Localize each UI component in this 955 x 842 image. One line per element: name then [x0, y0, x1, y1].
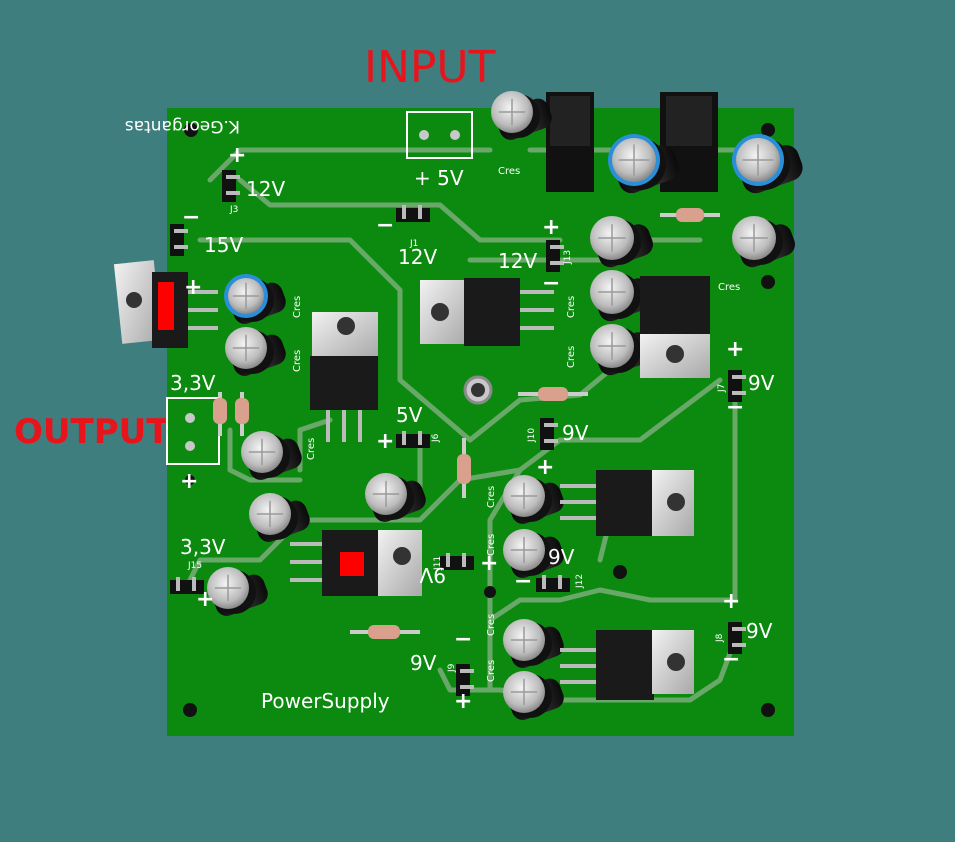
- polarity-minus: −: [182, 205, 200, 230]
- cres-label: Cres: [292, 350, 303, 372]
- polarity-minus: −: [514, 569, 532, 594]
- cres-label: Cres: [292, 296, 303, 318]
- polarity-plus: +: [180, 469, 198, 494]
- ref-j11: J11: [433, 556, 443, 571]
- capacitor: [590, 216, 653, 268]
- jumper-header: [170, 577, 204, 594]
- ref-j7: J7: [717, 384, 727, 393]
- capacitor: [608, 134, 679, 194]
- polarity-minus: −: [542, 271, 560, 296]
- label-9v-mid: 9V: [548, 545, 575, 569]
- output-title: OUTPUT: [14, 412, 170, 452]
- jumper-header: [222, 170, 240, 202]
- input-title: INPUT: [364, 42, 496, 93]
- jumper-header: [728, 370, 746, 402]
- label-3v3-bottom: 3,3V: [180, 535, 226, 559]
- pcb-board: [167, 108, 794, 736]
- jumper-header: [396, 205, 430, 222]
- cres-label: Cres: [566, 296, 577, 318]
- ref-j12: J12: [575, 574, 585, 589]
- cres-label: Cres: [486, 614, 497, 636]
- jumper-header: [170, 224, 188, 256]
- jumper-header: [456, 664, 474, 696]
- ref-j3: J3: [229, 205, 238, 215]
- mounting-holes: [183, 123, 775, 717]
- label-5v-input: + 5V: [414, 166, 464, 190]
- capacitor: [491, 91, 552, 140]
- polarity-minus: −: [726, 395, 744, 420]
- resistor: [213, 208, 720, 639]
- cres-label: Cres: [306, 438, 317, 460]
- jumper-header: [396, 431, 430, 448]
- ref-j13: J13: [563, 250, 573, 265]
- polarity-plus: +: [722, 589, 740, 614]
- jumper-header: [440, 553, 474, 570]
- ref-j6: J6: [431, 433, 441, 443]
- polarity-minus: −: [454, 627, 472, 652]
- label-9v-j10: 9V: [562, 421, 589, 445]
- cres-label: Cres: [486, 486, 497, 508]
- label-12v-j3: 12V: [246, 177, 285, 201]
- polarity-plus: +: [480, 551, 498, 576]
- jumper-header: [728, 622, 746, 654]
- label-12v-j13: 12V: [498, 249, 537, 273]
- author-label: K.Georgantas: [125, 116, 240, 136]
- polarity-plus: +: [228, 143, 246, 168]
- capacitor: [225, 327, 286, 376]
- polarity-minus: −: [376, 213, 394, 238]
- ref-j1: J1: [409, 239, 418, 249]
- label-9v-j7: 9V: [748, 371, 775, 395]
- capacitor: [207, 567, 268, 616]
- ref-j8: J8: [715, 633, 725, 643]
- polarity-plus: +: [376, 429, 394, 454]
- polarity-plus: +: [542, 215, 560, 240]
- cres-label: Cres: [566, 346, 577, 368]
- capacitor: [249, 493, 310, 542]
- label-3v3-left: 3,3V: [170, 371, 216, 395]
- ref-j10: J10: [527, 428, 537, 443]
- polarity-plus: +: [196, 587, 214, 612]
- cres-label: Cres: [718, 282, 740, 293]
- capacitor: [241, 431, 302, 480]
- jumper-header: [536, 575, 570, 592]
- electrolytic-capacitors: [207, 91, 803, 720]
- capacitor: [732, 134, 803, 194]
- ref-j15: J15: [187, 561, 202, 571]
- cres-label: Cres: [486, 534, 497, 556]
- capacitor: [503, 529, 564, 578]
- label-15v: 15V: [204, 233, 243, 257]
- polarity-plus: +: [536, 455, 554, 480]
- board-name: PowerSupply: [261, 689, 390, 713]
- polarity-plus: +: [726, 337, 744, 362]
- label-9v-j11: 9V: [419, 563, 446, 587]
- capacitor: [503, 671, 564, 720]
- capacitor: [732, 216, 795, 268]
- capacitor: [503, 619, 564, 668]
- capacitor: [590, 324, 653, 376]
- capacitor: [224, 274, 286, 324]
- capacitor: [503, 475, 564, 524]
- polarity-plus: +: [454, 689, 472, 714]
- input-terminal: [406, 111, 473, 159]
- jumper-header: [540, 418, 558, 450]
- label-12v-j1: 12V: [398, 245, 437, 269]
- ref-j9: J9: [447, 663, 457, 673]
- polarity-minus: −: [722, 647, 740, 672]
- label-9v-j9: 9V: [410, 651, 437, 675]
- capacitor: [365, 473, 426, 522]
- pin-headers: [170, 170, 746, 696]
- label-9v-j8: 9V: [746, 619, 773, 643]
- capacitor: [590, 270, 653, 322]
- cres-label: Cres: [498, 166, 520, 177]
- voltage-regulator: [113, 260, 710, 700]
- cres-label: Cres: [486, 660, 497, 682]
- polarity-plus: +: [184, 275, 202, 300]
- label-5v-j6: 5V: [396, 403, 423, 427]
- jumper-header: [546, 240, 564, 272]
